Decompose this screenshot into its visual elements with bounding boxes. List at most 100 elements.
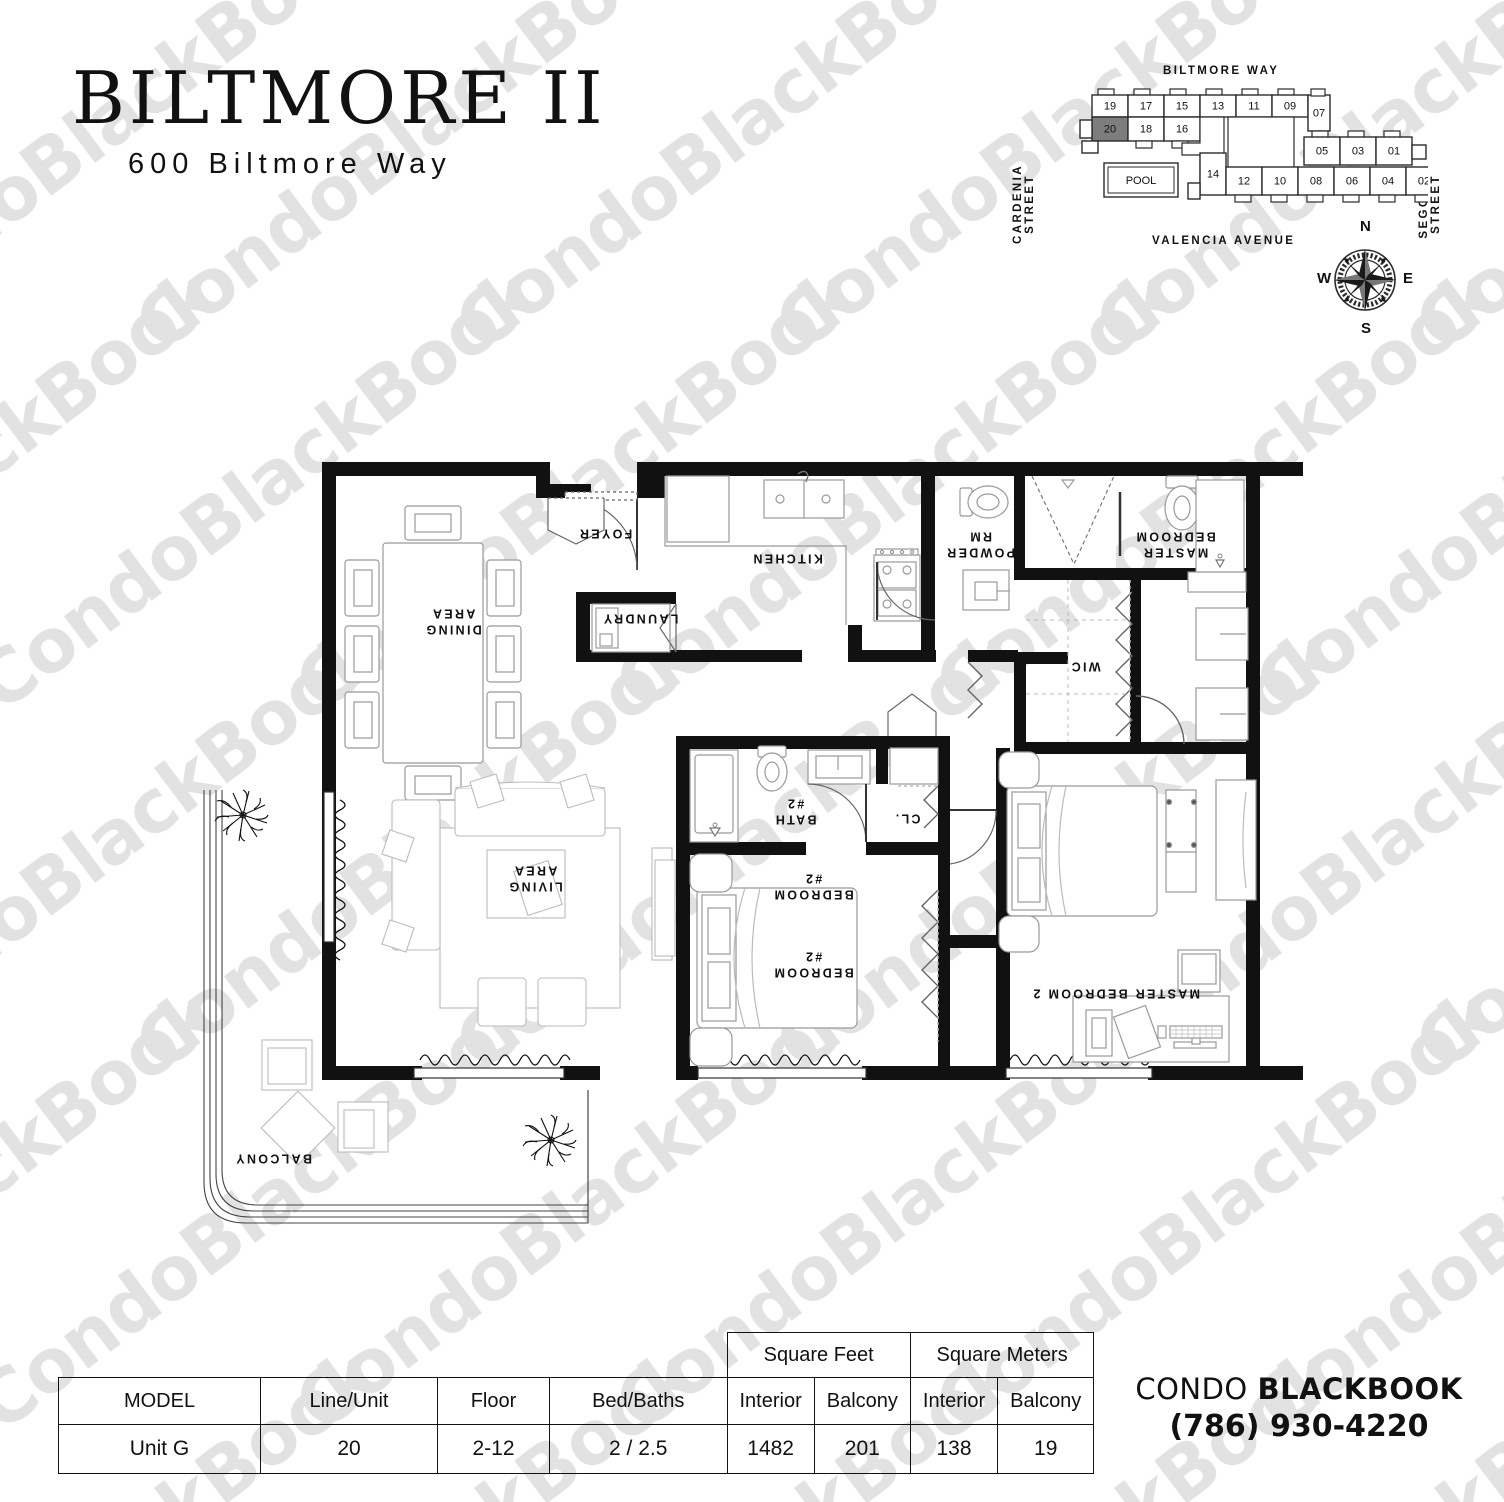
site-map-unit-[interactable]	[1411, 144, 1427, 160]
site-map-unit-20[interactable]	[1091, 116, 1129, 142]
site-map-unit-[interactable]	[1079, 119, 1093, 139]
cell-bed-baths: 2 / 2.5	[549, 1424, 728, 1474]
site-map-pool-label: POOL	[1126, 175, 1157, 187]
site-map-unit-label: 16	[1176, 123, 1188, 135]
site-map-balcony-nub	[1378, 194, 1396, 203]
site-map-unit-label: 20	[1104, 123, 1116, 135]
site-map-unit-[interactable]	[1081, 140, 1099, 154]
site-map-unit-label: 14	[1207, 168, 1219, 180]
brand-block: CONDO BLACKBOOK (786) 930-4220	[1124, 1372, 1474, 1444]
site-map-unit-08[interactable]	[1297, 166, 1335, 196]
site-map-unit-label: 12	[1238, 175, 1250, 187]
site-map-unit-label: 13	[1212, 100, 1224, 112]
street-label-south: VALENCIA AVENUE	[1152, 235, 1296, 247]
group-header-square-meters: Square Meters	[909, 1332, 1095, 1378]
table-row: Unit G 20 2-12 2 / 2.5 1482 201 138 19	[58, 1424, 1095, 1474]
compass-west-label: W	[1317, 270, 1332, 287]
site-map-balcony-nub	[1306, 194, 1324, 203]
page-subtitle: 600 Biltmore Way	[128, 148, 452, 180]
site-map-unit-label: 19	[1104, 100, 1116, 112]
compass-south-label: S	[1361, 320, 1372, 337]
cell-sm-interior: 138	[909, 1424, 999, 1474]
site-map-balcony-nub	[1414, 194, 1428, 203]
site-map-balcony-nub	[1135, 140, 1153, 149]
watermark-text: CondoBlackBook	[0, 0, 555, 9]
site-map-unit-label: 06	[1346, 175, 1358, 187]
header: BILTMORE II 600 Biltmore Way	[72, 62, 607, 181]
compass-north-label: N	[1360, 218, 1371, 235]
site-map-unit-label: 04	[1382, 175, 1394, 187]
col-sm-interior: Interior	[909, 1377, 999, 1425]
cell-floor: 2-12	[437, 1424, 550, 1474]
site-map-unit-label: 03	[1352, 145, 1364, 157]
site-map-unit-label: 09	[1284, 100, 1296, 112]
room-label-bath-2: BATH#2	[773, 796, 817, 827]
site-map-unit-label: 11	[1248, 100, 1259, 112]
watermark-text: CondoBlackBook	[600, 0, 1195, 9]
site-map-unit-label: 10	[1274, 175, 1286, 187]
site-map-pool-inner	[1107, 166, 1175, 194]
col-floor: Floor	[437, 1377, 550, 1425]
site-map-unit-03[interactable]	[1339, 136, 1377, 166]
watermark-text: CondoBlackBook	[1240, 0, 1504, 9]
cell-model: Unit G	[58, 1424, 261, 1474]
site-map-unit-10[interactable]	[1261, 166, 1299, 196]
site-map-balcony-nub	[1342, 194, 1360, 203]
compass-rose: N S E W	[1305, 218, 1435, 337]
cell-sf-balcony: 201	[813, 1424, 911, 1474]
table-group-header-row: Square Feet Square Meters	[59, 1332, 1095, 1378]
room-label-laundry: LAUNDRY	[601, 611, 679, 626]
compass-east-label: E	[1403, 270, 1414, 287]
col-sf-interior: Interior	[726, 1377, 815, 1425]
street-label-north: BILTMORE WAY	[1163, 65, 1280, 77]
site-map-unit-label: 08	[1310, 175, 1322, 187]
room-label-bedroom-2-b: BEDROOM#2	[772, 949, 854, 980]
watermark-text: CondoBlackBook	[280, 0, 875, 9]
watermark-text: CondoBlackBook	[920, 0, 1504, 9]
site-map-unit-label: 18	[1140, 123, 1152, 135]
floor-plan-drawing	[203, 462, 1303, 1224]
room-label-bedroom-2-a: BEDROOM#2	[772, 871, 854, 902]
watermark-text: CondoBlackBook	[1400, 610, 1504, 1089]
brand-name: CONDO BLACKBOOK	[1124, 1372, 1474, 1406]
street-label-west: CARDENIA STREET	[1012, 164, 1036, 244]
room-label-wic: WIC	[1069, 659, 1101, 674]
site-map-balcony-nub	[1270, 194, 1288, 203]
cell-sf-interior: 1482	[726, 1424, 815, 1474]
page-title: BILTMORE II	[72, 56, 607, 140]
col-line-unit: Line/Unit	[260, 1377, 438, 1425]
room-label-foyer: FOYER	[577, 526, 633, 541]
site-map-balcony-nub	[1234, 194, 1252, 203]
table-header-row: MODEL Line/Unit Floor Bed/Baths Interior…	[58, 1377, 1095, 1425]
site-map-unit-05[interactable]	[1303, 136, 1341, 166]
col-bed-baths: Bed/Baths	[549, 1377, 728, 1425]
room-label-kitchen: KITCHEN	[751, 551, 823, 566]
site-map-unit-label: 02	[1418, 175, 1428, 187]
room-label-cl: CL.	[893, 811, 921, 826]
col-sf-balcony: Balcony	[813, 1377, 911, 1425]
watermark-text: CondoBlackBook	[0, 0, 235, 9]
site-map-unit-label: 07	[1313, 107, 1325, 119]
site-map-unit-01[interactable]	[1375, 136, 1413, 166]
site-map-unit-label: 15	[1176, 100, 1188, 112]
cell-line-unit: 20	[260, 1424, 438, 1474]
site-map-balcony-nub	[1310, 88, 1326, 97]
site-map-unit-label: 05	[1316, 145, 1328, 157]
site-map-unit-label: 01	[1388, 145, 1400, 157]
group-header-square-feet: Square Feet	[726, 1332, 911, 1378]
site-map: BILTMORE WAY VALENCIA AVENUE CARDENIA ST…	[1000, 55, 1470, 345]
site-map-unit-[interactable]	[1187, 182, 1201, 200]
site-map-unit-14[interactable]	[1199, 152, 1227, 196]
col-model: MODEL	[58, 1377, 261, 1425]
spec-table: Square Feet Square Meters MODEL Line/Uni…	[58, 1332, 1095, 1474]
room-label-master-bedroom-2: MASTER BEDROOM 2	[1031, 986, 1200, 1001]
cell-sm-balcony: 19	[997, 1424, 1095, 1474]
room-label-balcony: BALCONY	[234, 1151, 312, 1166]
brand-name-bold: BLACKBOOK	[1257, 1372, 1463, 1406]
